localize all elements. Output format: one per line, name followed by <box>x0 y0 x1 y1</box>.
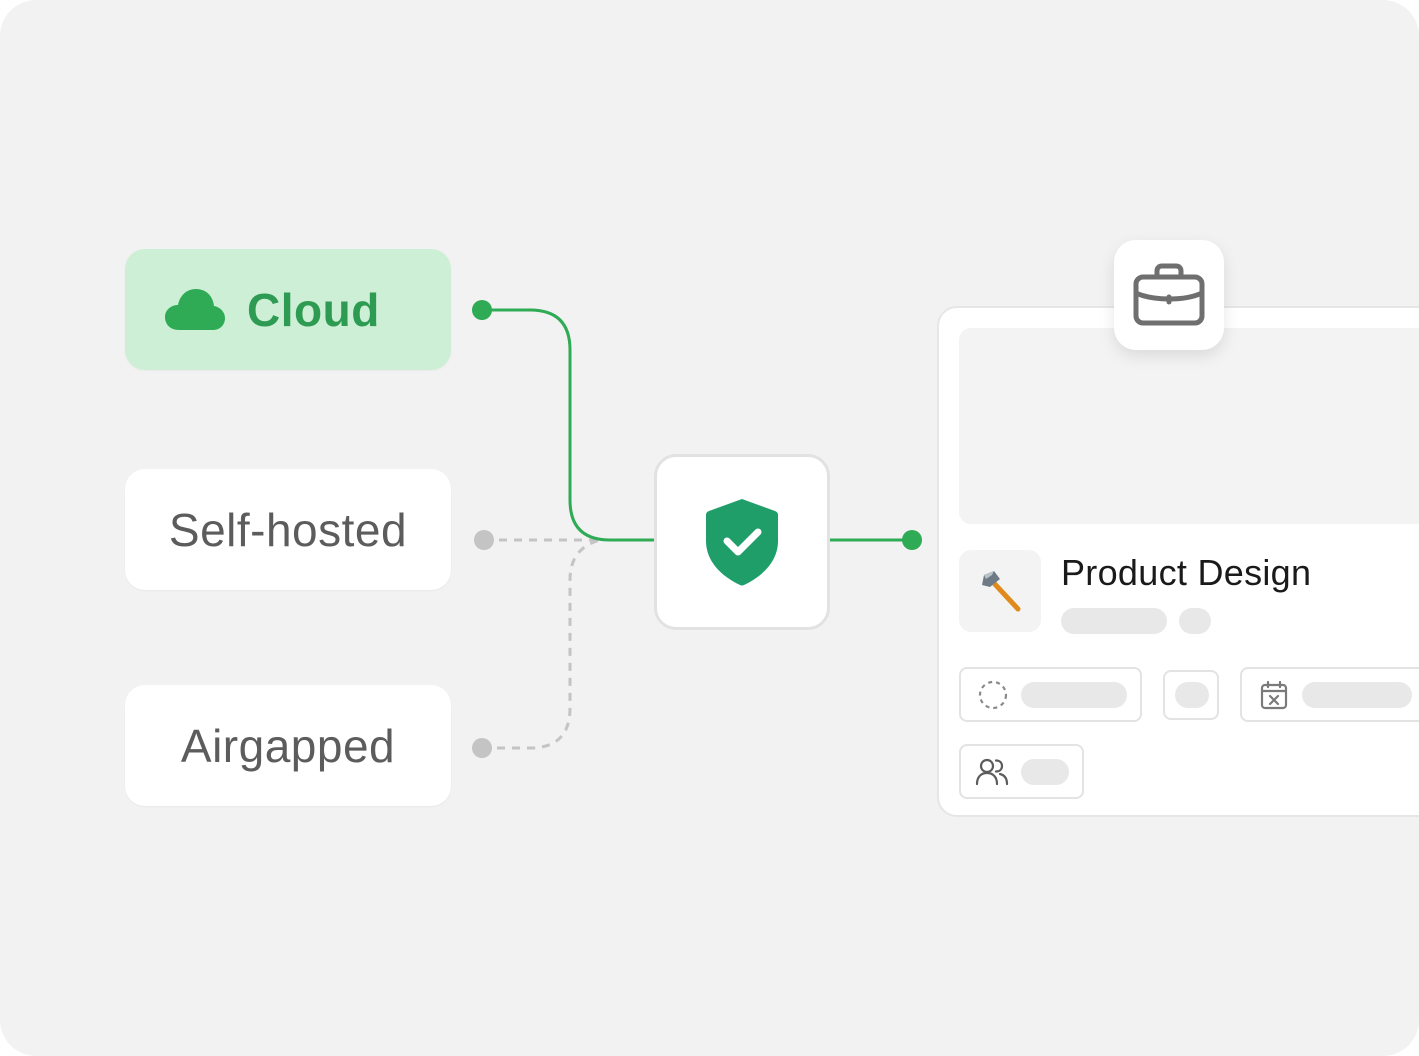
due-date-property[interactable] <box>1240 667 1419 722</box>
axe-icon <box>982 571 1021 612</box>
placeholder-value <box>1175 682 1209 708</box>
option-cloud[interactable]: Cloud <box>125 249 451 370</box>
option-label: Self-hosted <box>168 503 408 556</box>
project-title: Product Design <box>1061 552 1312 593</box>
self-hosted-port-dot <box>474 530 494 550</box>
option-label: Cloud <box>247 283 380 336</box>
option-airgapped[interactable]: Airgapped <box>125 685 451 806</box>
shield-check-icon <box>706 499 778 586</box>
briefcase-icon <box>1133 263 1205 326</box>
placeholder-meta-small <box>1179 608 1211 634</box>
output-port-dot <box>902 530 922 550</box>
status-circle-icon <box>978 680 1008 710</box>
airgapped-port-dot <box>472 738 492 758</box>
status-property[interactable] <box>959 667 1142 722</box>
priority-property[interactable] <box>1163 670 1219 720</box>
option-self-hosted[interactable]: Self-hosted <box>125 469 451 590</box>
cloud-port-dot <box>472 300 492 320</box>
option-label: Airgapped <box>180 719 396 772</box>
project-card[interactable]: Product Design <box>937 306 1419 817</box>
security-node <box>654 454 830 630</box>
members-icon <box>975 758 1009 786</box>
placeholder-meta <box>1061 608 1167 634</box>
placeholder-value <box>1021 682 1127 708</box>
project-icon-tile <box>959 550 1041 632</box>
placeholder-value <box>1021 759 1069 785</box>
placeholder-value <box>1302 682 1412 708</box>
briefcase-tile <box>1114 240 1224 350</box>
connector-airgapped <box>482 538 601 750</box>
cloud-icon <box>165 288 225 330</box>
members-property[interactable] <box>959 744 1084 799</box>
calendar-x-icon <box>1260 680 1288 710</box>
connector-cloud <box>482 308 654 542</box>
card-cover-image <box>959 328 1419 524</box>
